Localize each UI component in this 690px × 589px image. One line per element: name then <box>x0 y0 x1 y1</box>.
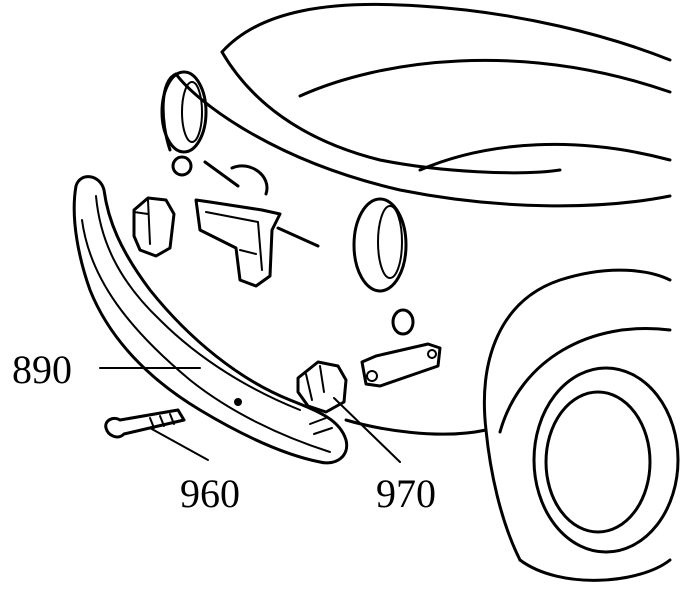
right-mount-hole <box>366 370 378 382</box>
leader-970 <box>333 397 401 463</box>
body-shoulder <box>174 72 672 208</box>
bumper-bolt <box>104 408 186 439</box>
badge-outline <box>203 160 269 196</box>
front-bumper <box>72 175 349 465</box>
right-indicator-light <box>391 308 415 336</box>
front-wheel-hubcap <box>544 390 652 534</box>
callout-970: 970 <box>376 471 436 516</box>
left-indicator-light <box>171 155 193 177</box>
front-bumper-edge <box>81 219 331 453</box>
front-wheel-rim <box>532 366 680 554</box>
left-headlamp <box>160 70 208 154</box>
front-wheel-outer <box>498 327 672 434</box>
callout-960: 960 <box>180 471 240 516</box>
right-headlamp-rim <box>377 205 403 279</box>
front-wheel-tire <box>518 558 672 582</box>
right-headlamp <box>352 197 408 293</box>
right-mount-bracket <box>360 342 442 388</box>
leader-960 <box>149 427 209 461</box>
bumper-bolt-hole <box>234 398 242 406</box>
right-rubber-block <box>296 360 348 414</box>
center-bracket <box>194 198 282 288</box>
front-bumper-crease <box>95 195 301 411</box>
left-rubber-block-face <box>133 199 151 245</box>
windshield-edge <box>298 58 672 98</box>
right-mount-hole-2 <box>427 349 437 359</box>
hood-outline <box>220 2 672 62</box>
windshield-lower <box>418 142 672 172</box>
center-bracket-leader <box>276 226 320 248</box>
front-fender <box>344 268 672 436</box>
body-left-side <box>161 72 178 152</box>
left-rubber-block <box>132 196 176 258</box>
left-headlamp-rim <box>181 81 203 143</box>
bumper-bolt-thread <box>149 413 175 429</box>
hood-inner-line <box>220 50 562 175</box>
bumper-end-shading <box>309 417 333 435</box>
right-rubber-block-face <box>305 365 325 401</box>
callout-890: 890 <box>12 347 72 392</box>
fender-lower <box>484 428 522 562</box>
center-bracket-detail <box>205 211 263 271</box>
